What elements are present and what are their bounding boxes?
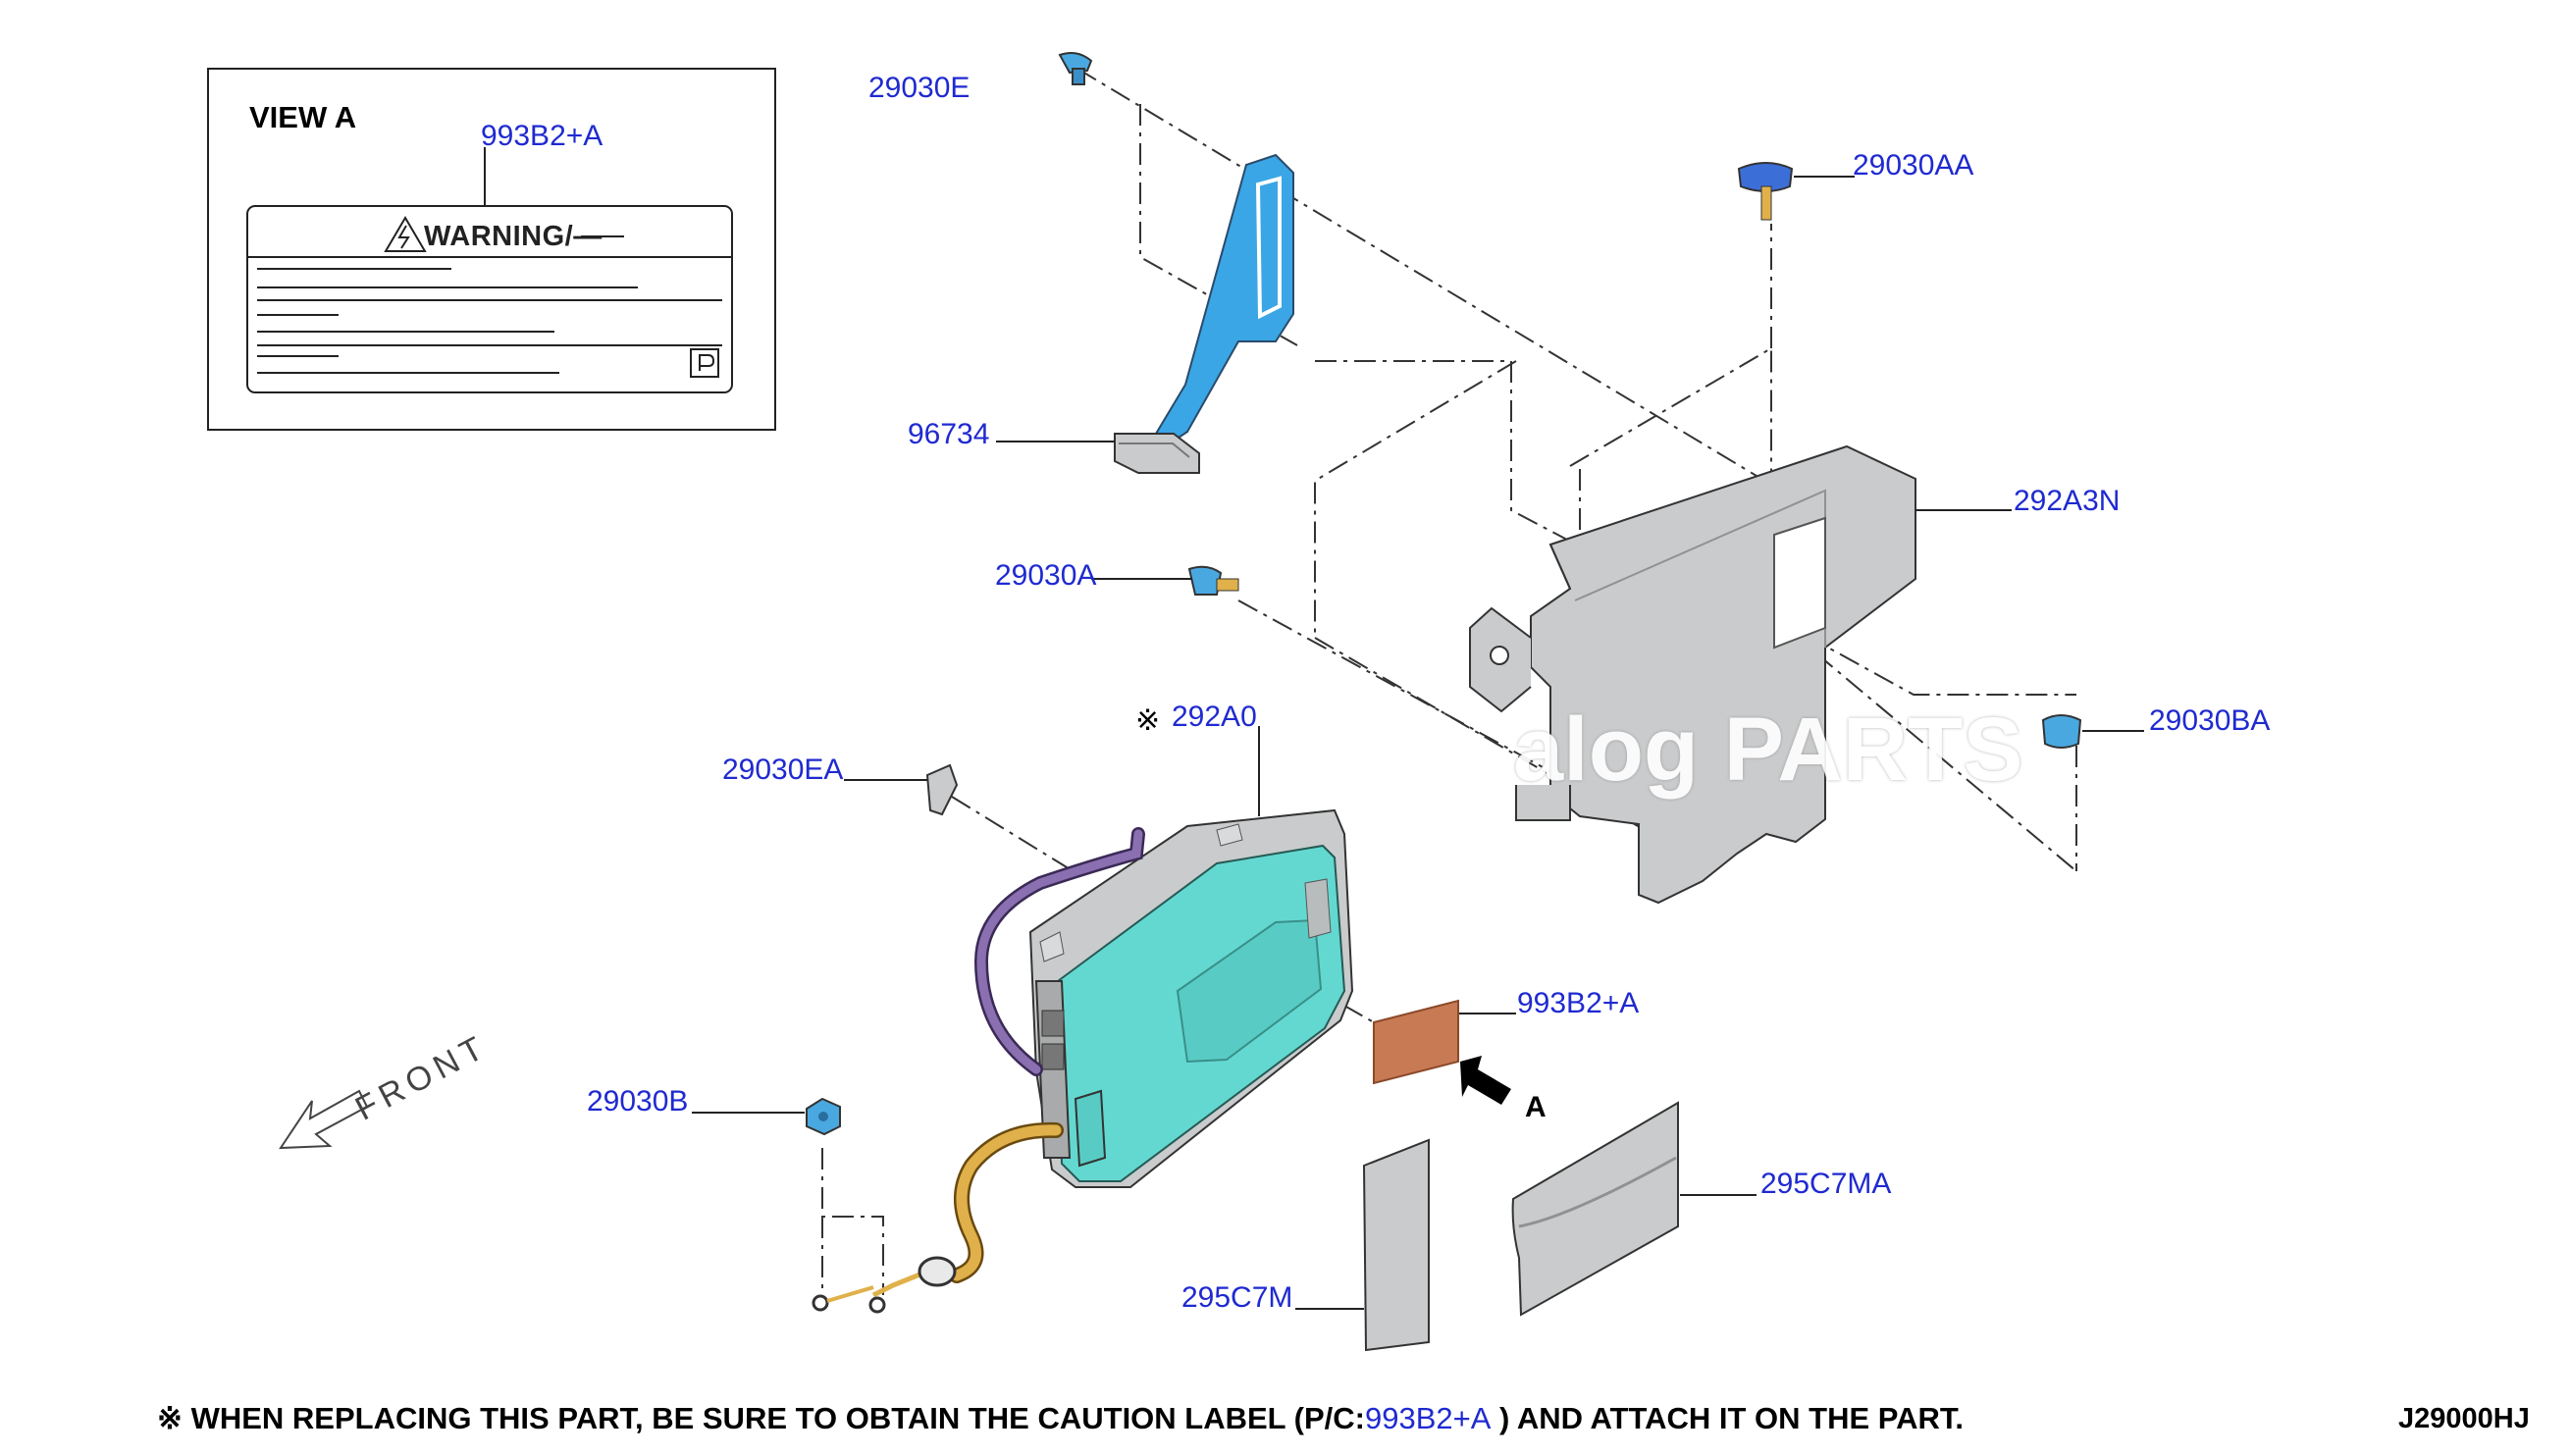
bolt-29030aa[interactable] — [1737, 162, 1794, 221]
warning-label-outline — [246, 205, 733, 393]
warning-triangle-icon — [384, 216, 427, 252]
footnote: ※ WHEN REPLACING THIS PART, BE SURE TO O… — [157, 1401, 1964, 1436]
view-a-arrow-icon — [1460, 1056, 1511, 1105]
label-295c7m[interactable]: 295C7M — [1181, 1281, 1293, 1314]
plate-295c7m[interactable] — [1362, 1138, 1430, 1352]
label-29030ba[interactable]: 29030BA — [2149, 704, 2271, 737]
label-29030ea[interactable]: 29030EA — [722, 754, 844, 786]
phantom-lines — [821, 68, 2077, 1295]
inverter-292a0[interactable] — [1028, 808, 1354, 1188]
nut-29030b[interactable] — [806, 1097, 841, 1136]
footnote-text-after: ) AND ATTACH IT ON THE PART. — [1491, 1401, 1965, 1435]
p-mark-icon — [690, 348, 719, 378]
bracket-96734[interactable] — [1114, 153, 1294, 474]
cable-terminals — [812, 1256, 957, 1314]
footnote-part-link[interactable]: 993B2+A — [1365, 1401, 1492, 1435]
diagram-code: J29000HJ — [2398, 1403, 2530, 1434]
label-29030b[interactable]: 29030B — [587, 1085, 689, 1118]
bolt-29030a[interactable] — [1187, 565, 1239, 596]
clip-29030e[interactable] — [1058, 52, 1093, 85]
plate-295c7ma[interactable] — [1511, 1101, 1679, 1317]
label-29030e[interactable]: 29030E — [868, 72, 970, 104]
warning-title: WARNING/— — [424, 221, 603, 252]
caution-label-993b2a[interactable] — [1373, 999, 1459, 1085]
bolt-29030ba[interactable] — [2041, 714, 2082, 749]
label-295c7ma[interactable]: 295C7MA — [1760, 1168, 1892, 1200]
footnote-text-before: WHEN REPLACING THIS PART, BE SURE TO OBT… — [182, 1401, 1365, 1435]
view-a-title: VIEW A — [249, 100, 357, 134]
label-96734[interactable]: 96734 — [908, 418, 990, 450]
label-29030aa[interactable]: 29030AA — [1853, 149, 1974, 182]
front-arrow-icon — [279, 1089, 369, 1150]
label-292a0[interactable]: 292A0 — [1172, 701, 1257, 733]
footnote-mark: ※ — [157, 1401, 183, 1435]
bracket-292a3n[interactable] — [1469, 444, 1916, 905]
view-a-arrow-label: A — [1525, 1091, 1547, 1123]
clip-29030ea[interactable] — [925, 763, 959, 816]
asterisk-mark: ※ — [1135, 704, 1161, 737]
label-29030a[interactable]: 29030A — [995, 559, 1097, 592]
warning-text-lines — [257, 268, 722, 374]
label-292a3n[interactable]: 292A3N — [2014, 485, 2121, 517]
view-a-frame — [207, 68, 776, 431]
label-993b2a[interactable]: 993B2+A — [1517, 987, 1640, 1019]
leader-lines — [692, 176, 2144, 1310]
watermark: alog PARTS — [1513, 700, 2023, 800]
view-a-label-part[interactable]: 993B2+A — [481, 120, 603, 152]
